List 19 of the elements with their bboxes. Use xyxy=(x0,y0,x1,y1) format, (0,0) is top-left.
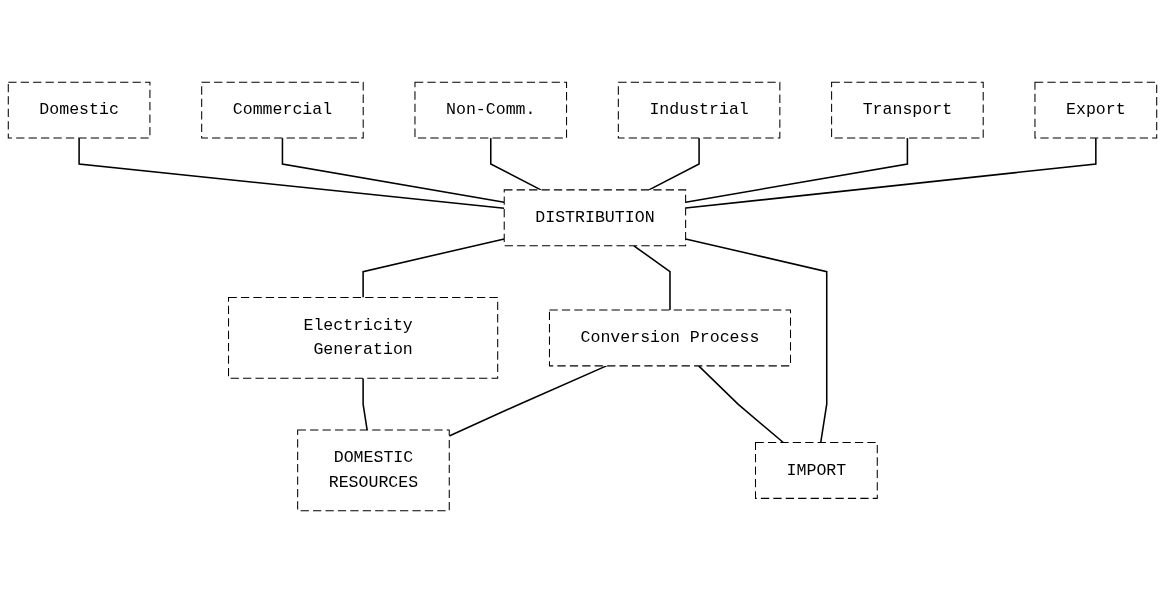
connector xyxy=(281,137,505,203)
connector xyxy=(648,137,700,191)
connector xyxy=(697,365,785,444)
node-box: Commercial xyxy=(201,81,364,139)
connector xyxy=(362,238,505,299)
connector xyxy=(78,137,505,210)
node-box: Industrial xyxy=(617,81,781,139)
connector xyxy=(362,377,368,431)
node-box: Domestic xyxy=(7,81,151,139)
node-box: Electricity Generation xyxy=(228,297,499,379)
node-box: DOMESTIC RESOURCES xyxy=(297,429,450,512)
connector xyxy=(490,137,542,191)
node-box: Conversion Process xyxy=(548,309,791,367)
node-box: IMPORT xyxy=(755,441,878,499)
node-box: Export xyxy=(1034,81,1158,139)
node-box: Transport xyxy=(831,81,984,139)
node-box: DISTRIBUTION xyxy=(503,189,687,247)
connector xyxy=(633,245,671,311)
node-box: Non-Comm. xyxy=(414,81,568,139)
